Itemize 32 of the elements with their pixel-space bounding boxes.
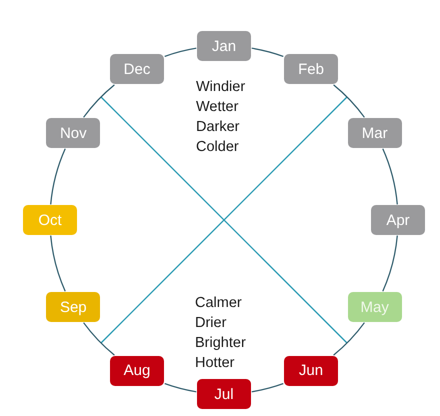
circle-arc	[382, 148, 398, 204]
month-box: Jul	[197, 379, 251, 409]
month-box: Aug	[110, 356, 164, 386]
month-box: Jun	[284, 356, 338, 386]
month-box: Oct	[23, 205, 77, 235]
month-box: Apr	[371, 205, 425, 235]
label-text: Hotter	[195, 355, 234, 372]
label-text: Calmer	[195, 295, 242, 312]
circle-arc	[252, 48, 284, 57]
label-text: Brighter	[195, 335, 246, 352]
month-box: Sep	[46, 292, 100, 322]
circle-arc	[83, 84, 115, 118]
label-text: Colder	[196, 139, 239, 156]
circle-arc	[83, 322, 115, 356]
label-text: Darker	[196, 119, 240, 136]
month-box: May	[348, 292, 402, 322]
label-text: Wetter	[196, 99, 238, 116]
month-box: Mar	[348, 118, 402, 148]
circle-arc	[164, 383, 196, 392]
label-text: Drier	[195, 315, 226, 332]
circle-arc	[252, 383, 284, 392]
label-text: Windier	[196, 79, 246, 96]
circle-arc	[50, 236, 66, 292]
circle-arc	[333, 322, 365, 356]
circle-arc	[333, 84, 365, 118]
month-box: Nov	[46, 118, 100, 148]
circle-arc	[50, 148, 66, 204]
month-box: Feb	[284, 54, 338, 84]
month-box: Dec	[110, 54, 164, 84]
circle-arc	[164, 48, 196, 57]
month-box: Jan	[197, 31, 251, 61]
circle-arc	[382, 236, 398, 292]
